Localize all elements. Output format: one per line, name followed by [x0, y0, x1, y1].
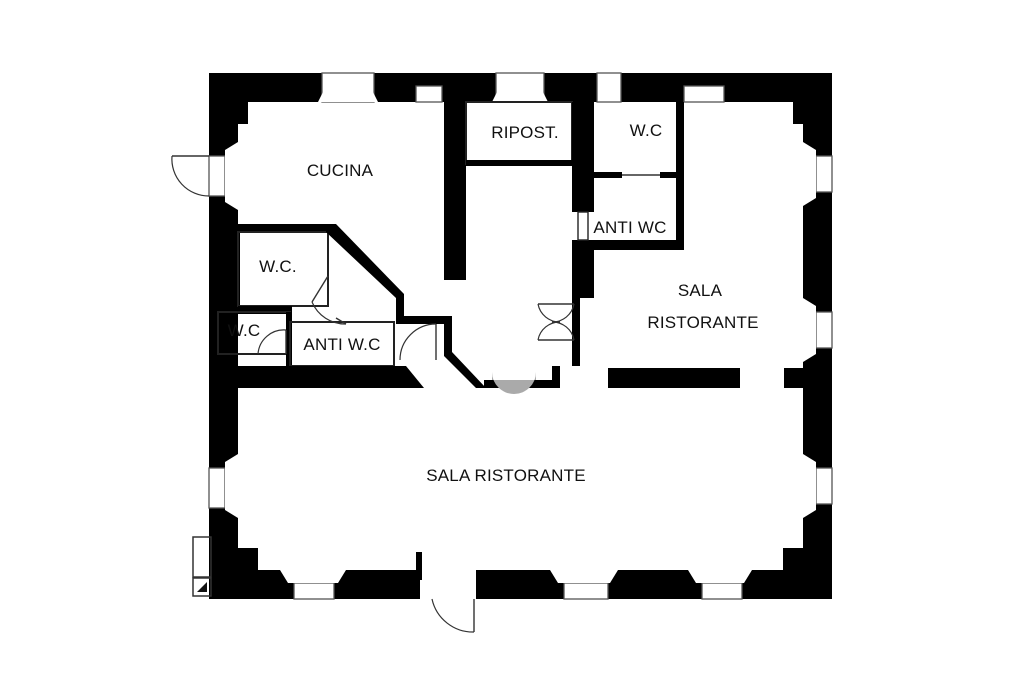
room-labels: CUCINA RIPOST. W.C ANTI WC W.C. W.C ANTI… — [228, 121, 759, 485]
label-wc-left: W.C. — [259, 257, 297, 276]
label-sala-right-line1: SALA — [678, 281, 723, 300]
label-anti-wc-top: ANTI WC — [593, 218, 666, 237]
label-ripostiglio: RIPOST. — [491, 123, 559, 142]
window-niches — [225, 90, 816, 583]
label-sala-main: SALA RISTORANTE — [426, 466, 586, 485]
label-sala-right-line2: RISTORANTE — [647, 313, 758, 332]
doors — [171, 155, 660, 633]
label-cucina: CUCINA — [307, 161, 374, 180]
label-wc-top: W.C — [630, 121, 663, 140]
corner-marker — [192, 536, 212, 597]
label-anti-wc-left: ANTI W.C — [303, 335, 380, 354]
label-wc-small: W.C — [228, 321, 261, 340]
